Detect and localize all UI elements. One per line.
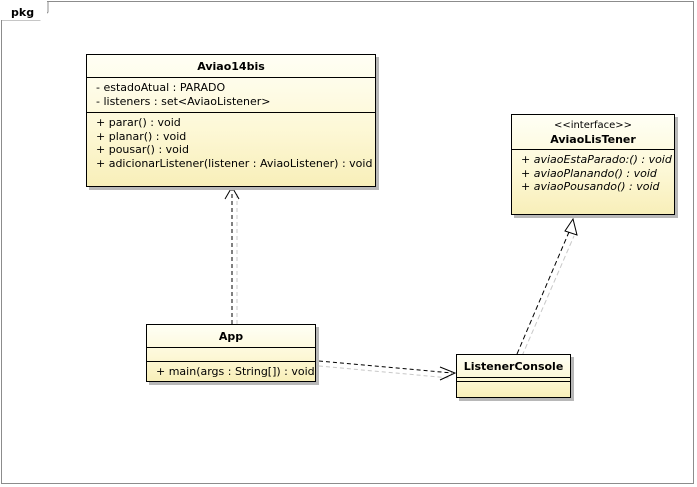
attributes-section: - estadoAtual : PARADO - listeners : set… (87, 77, 375, 112)
operations-section: + aviaoEstaParado:() : void + aviaoPlana… (512, 149, 674, 198)
attribute: - listeners : set<AviaoListener> (96, 94, 271, 108)
operation: + aviaoPlanando() : void (521, 166, 657, 180)
class-name: ListenerConsole (463, 360, 564, 373)
class-app[interactable]: App + main(args : String[]) : void (146, 324, 316, 382)
class-name: App (218, 330, 244, 343)
attributes-section (147, 347, 315, 361)
class-name: Aviao14bis (197, 60, 265, 73)
class-aviao14bis[interactable]: Aviao14bis - estadoAtual : PARADO - list… (86, 54, 376, 187)
realization-listenerconsole-to-aviaolistener (516, 217, 578, 357)
operation: + parar() : void (96, 116, 181, 129)
operation: + aviaoPousando() : void (521, 180, 660, 193)
class-name: AviaoLisTener (550, 133, 636, 146)
operation: + adicionarListener(listener : AviaoList… (96, 156, 373, 170)
package-label: pkg (11, 6, 35, 19)
stereotype-label: <<interface>> (553, 120, 633, 131)
operation: + pousar() : void (96, 143, 189, 156)
operation: + aviaoEstaParado:() : void (521, 153, 672, 166)
operation: + planar() : void (96, 129, 187, 143)
class-listenerconsole[interactable]: ListenerConsole (456, 354, 571, 398)
interface-aviaolistener[interactable]: <<interface>> AviaoLisTener + aviaoEstaP… (511, 114, 675, 215)
dependency-app-to-aviao14bis (224, 186, 240, 324)
package-tab: pkg (1, 1, 47, 20)
operations-section: + parar() : void + planar() : void + pou… (87, 112, 375, 174)
dependency-app-to-listenerconsole (318, 360, 457, 381)
attributes-section (457, 377, 570, 381)
operation: + main(args : String[]) : void (156, 365, 315, 378)
attribute: - estadoAtual : PARADO (96, 81, 226, 94)
operations-section (457, 381, 570, 385)
operations-section: + main(args : String[]) : void (147, 361, 315, 383)
